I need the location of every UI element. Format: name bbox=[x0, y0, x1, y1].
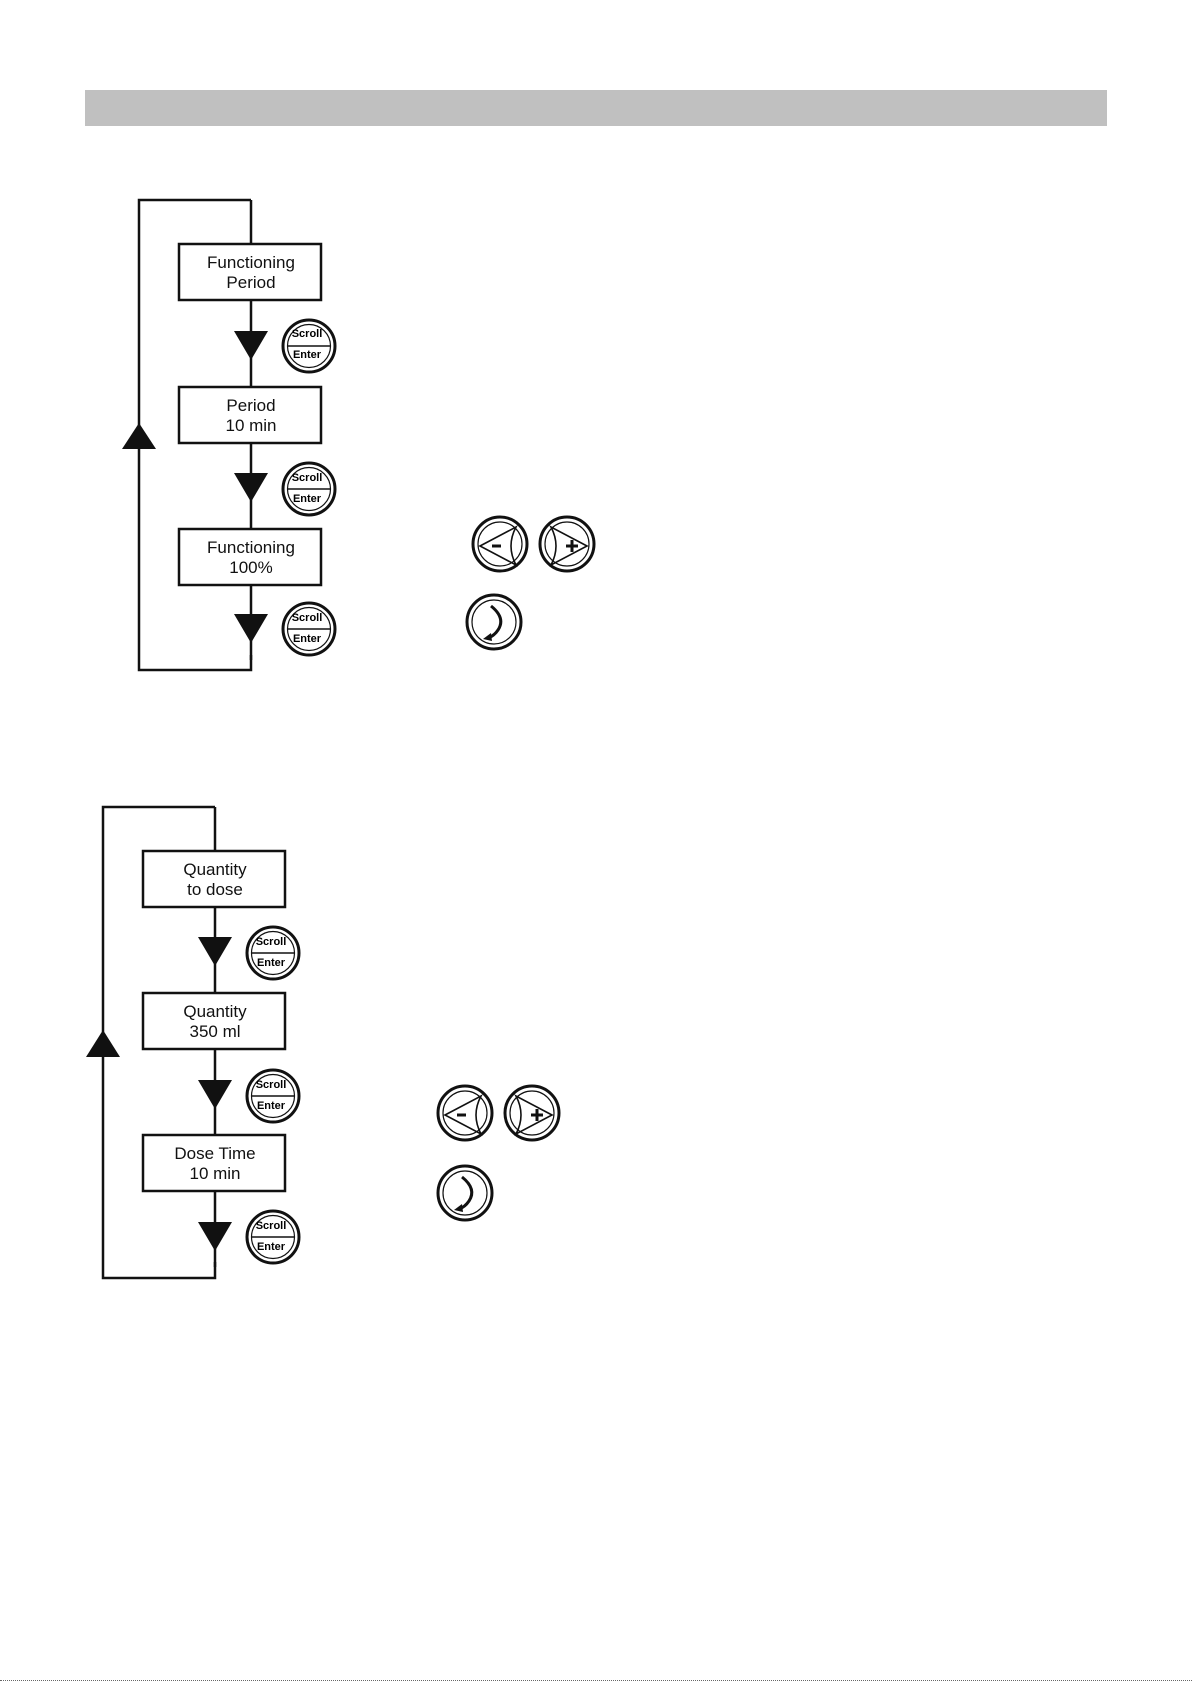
svg-text:Enter: Enter bbox=[293, 349, 322, 361]
box-line1: Quantity bbox=[183, 860, 247, 879]
scroll-enter-button[interactable]: Scroll Enter bbox=[283, 463, 335, 515]
menu-flow-1: Functioning Period Scroll Enter Period 1… bbox=[122, 200, 594, 670]
plus-arrow-icon[interactable] bbox=[540, 517, 594, 571]
down-arrow bbox=[234, 473, 268, 502]
box-line2: 10 min bbox=[225, 416, 276, 435]
scroll-enter-button[interactable]: Scroll Enter bbox=[283, 603, 335, 655]
plus-arrow-icon[interactable] bbox=[505, 1086, 559, 1140]
scroll-enter-button[interactable]: Scroll Enter bbox=[247, 1070, 299, 1122]
svg-text:Enter: Enter bbox=[293, 493, 322, 505]
minus-arrow-icon[interactable] bbox=[438, 1086, 492, 1140]
svg-text:Scroll: Scroll bbox=[292, 328, 323, 340]
svg-text:Scroll: Scroll bbox=[256, 1220, 287, 1232]
down-arrow bbox=[198, 1222, 232, 1251]
box-line2: Period bbox=[226, 273, 275, 292]
box-line2: 350 ml bbox=[189, 1022, 240, 1041]
svg-text:Scroll: Scroll bbox=[292, 612, 323, 624]
box-line1: Period bbox=[226, 396, 275, 415]
down-arrow bbox=[198, 1080, 232, 1109]
scroll-enter-button[interactable]: Scroll Enter bbox=[283, 320, 335, 372]
minus-arrow-icon[interactable] bbox=[473, 517, 527, 571]
box-line2: to dose bbox=[187, 880, 243, 899]
return-arrow-icon[interactable] bbox=[438, 1166, 492, 1220]
svg-text:Enter: Enter bbox=[257, 1241, 286, 1253]
box-line1: Quantity bbox=[183, 1002, 247, 1021]
box-line1: Dose Time bbox=[174, 1144, 255, 1163]
menu-flow-2: Quantity to dose Scroll Enter Quantity 3… bbox=[86, 807, 559, 1278]
page-bottom-edge bbox=[0, 1680, 1192, 1681]
down-arrow bbox=[198, 937, 232, 966]
down-arrow bbox=[234, 614, 268, 643]
down-arrow bbox=[234, 331, 268, 360]
box-line1: Functioning bbox=[207, 538, 295, 557]
box-line2: 10 min bbox=[189, 1164, 240, 1183]
loop-up-arrow bbox=[122, 423, 156, 449]
scroll-enter-button[interactable]: Scroll Enter bbox=[247, 1211, 299, 1263]
loop-up-arrow bbox=[86, 1030, 120, 1057]
svg-text:Enter: Enter bbox=[293, 633, 322, 645]
svg-text:Scroll: Scroll bbox=[256, 936, 287, 948]
svg-text:Scroll: Scroll bbox=[256, 1079, 287, 1091]
box-line1: Functioning bbox=[207, 253, 295, 272]
scroll-enter-button[interactable]: Scroll Enter bbox=[247, 927, 299, 979]
svg-text:Enter: Enter bbox=[257, 1100, 286, 1112]
svg-text:Enter: Enter bbox=[257, 957, 286, 969]
return-arrow-icon[interactable] bbox=[467, 595, 521, 649]
svg-text:Scroll: Scroll bbox=[292, 472, 323, 484]
box-line2: 100% bbox=[229, 558, 272, 577]
